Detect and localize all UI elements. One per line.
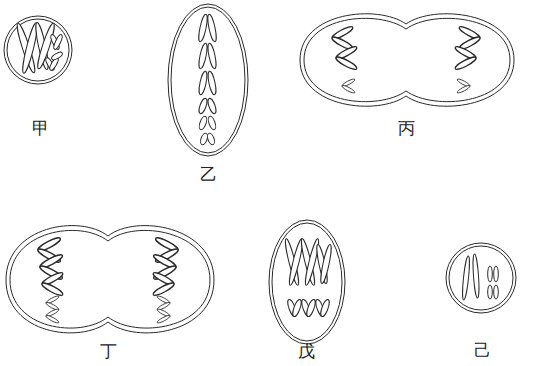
chromosome-shape [198,71,209,96]
chromosome-shape [456,78,470,94]
cell-jia [4,16,72,84]
stage-label: 丙 [398,120,415,139]
stage-label: 己 [474,342,491,361]
chromosome-shape [152,271,175,297]
chromosome-shape [197,97,208,114]
chromosome-shape [335,45,358,71]
chromosome-shape [206,97,217,114]
chromosome-shape [341,78,355,94]
chromosome-shape [319,299,331,318]
chromosome-shape [207,115,217,130]
chromosome-shape [207,71,218,96]
chromosome-shape [7,19,69,81]
chromosome-shape [494,285,499,299]
chromosome-shape [449,246,513,310]
chromosome-shape [304,18,510,101]
chromosome-shape [206,132,216,145]
chromosome-shape [52,34,63,51]
cell-wu [269,220,345,344]
chromosome-shape [4,16,72,84]
stage-label: 乙 [200,166,217,185]
chromosome-shape [488,266,493,282]
chromosome-shape [461,256,471,300]
chromosome-shape [472,254,480,298]
chromosome-shape [45,308,59,324]
stage-label: 丁 [100,343,117,362]
chromosome-shape [494,266,499,282]
chromosome-shape [171,7,245,153]
chromosome-shape [305,299,317,318]
chromosome-shape [156,308,170,324]
chromosome-shape [168,4,248,156]
chromosome-shape [446,243,516,313]
chromosome-shape [454,45,477,71]
cell-ji [446,243,516,313]
chromosome-shape [206,14,218,43]
stage-label: 甲 [32,120,49,139]
chromosome-shape [6,226,214,333]
chromosome-shape [10,230,210,328]
chromosome-shape [206,43,217,70]
chromosome-shape [51,51,64,61]
stage-label: 戊 [298,343,315,362]
cell-ding [6,226,214,333]
chromosome-shape [291,299,303,318]
chromosome-shape [319,244,333,284]
chromosome-shape [198,115,208,130]
chromosome-shape [272,223,342,341]
cell-bing [300,14,514,106]
chromosome-shape [269,220,345,344]
chromosome-shape [197,43,208,70]
chromosome-shape [488,285,493,299]
chromosome-shape [197,14,209,43]
cell-yi [168,4,248,156]
chromosome-shape [300,14,514,106]
chromosome-shape [41,271,64,297]
